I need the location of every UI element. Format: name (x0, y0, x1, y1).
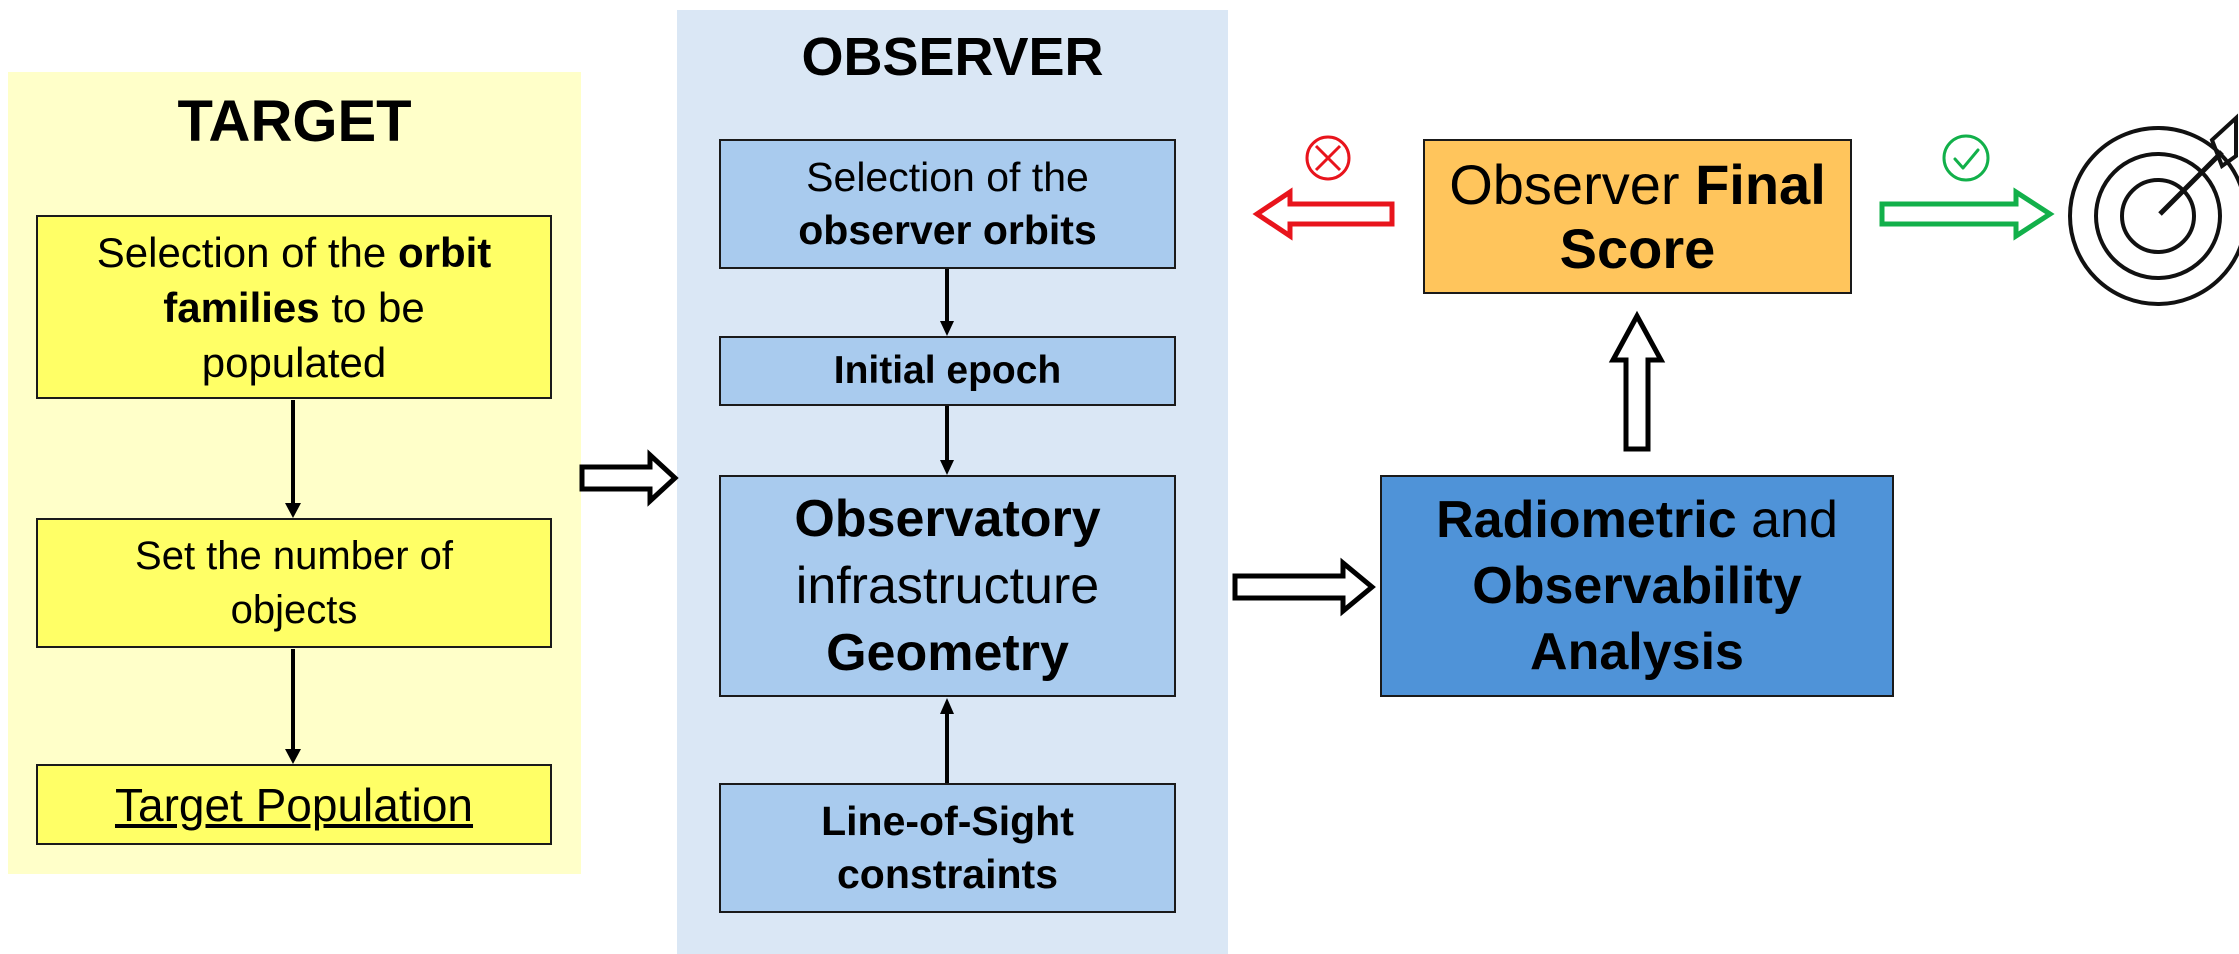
number-of-objects-text-1: Set the number of (135, 534, 453, 578)
analysis-text-4: Analysis (1530, 623, 1744, 681)
observer-orbits-text-1: Selection of the (806, 154, 1089, 200)
observatory-geometry-text-2: infrastructure (795, 556, 1100, 615)
observatory-geometry-text-3: Geometry (826, 623, 1069, 682)
number-of-objects-box: Set the number of objects (36, 518, 552, 648)
orbit-families-text-4: to be (319, 283, 425, 331)
analysis-to-score-arrow (1608, 310, 1666, 452)
orbit-families-box: Selection of the orbit families to be po… (36, 215, 552, 399)
score-text-2: Final (1695, 152, 1826, 216)
observatory-geometry-box: Observatory infrastructure Geometry (719, 475, 1176, 697)
accept-arrow (1879, 187, 2055, 241)
observatory-geometry-text-1: Observatory (794, 489, 1101, 548)
final-score-box: Observer Final Score (1423, 139, 1852, 294)
analysis-text-2: and (1736, 491, 1838, 549)
orbit-families-text-2: orbit (397, 228, 492, 276)
observer-flow-arrow-1 (940, 269, 954, 336)
orbit-families-text-1: Selection of the (96, 228, 398, 276)
radiometric-analysis-box: Radiometric and Observability Analysis (1380, 475, 1894, 697)
reject-arrow (1252, 187, 1395, 241)
observer-flow-arrow-3 (940, 698, 954, 783)
orbit-families-text-5: populated (201, 338, 387, 386)
orbit-families-text-3: families (163, 283, 320, 331)
target-title: TARGET (177, 89, 412, 154)
target-population-box: Target Population (36, 764, 552, 845)
target-flow-arrow-2 (285, 649, 301, 764)
score-text-3: Score (1559, 216, 1716, 280)
number-of-objects-text-2: objects (230, 588, 358, 632)
initial-epoch-box: Initial epoch (719, 336, 1176, 406)
accept-check-icon (1942, 134, 1990, 182)
target-population-text: Target Population (114, 778, 474, 831)
target-flow-arrow-1 (285, 400, 301, 518)
target-to-observer-arrow (579, 449, 679, 507)
initial-epoch-text: Initial epoch (833, 349, 1062, 392)
observer-flow-arrow-2 (940, 406, 954, 475)
geometry-to-analysis-arrow (1232, 557, 1376, 617)
observer-title: OBSERVER (801, 27, 1104, 87)
analysis-text-1: Radiometric (1436, 491, 1737, 549)
line-of-sight-text-2: constraints (837, 851, 1058, 897)
line-of-sight-text-1: Line-of-Sight (821, 798, 1074, 844)
analysis-text-3: Observability (1472, 557, 1802, 615)
reject-x-icon (1305, 135, 1351, 181)
target-bullseye-icon (2068, 113, 2239, 306)
line-of-sight-box: Line-of-Sight constraints (719, 783, 1176, 913)
observer-orbits-box: Selection of the observer orbits (719, 139, 1176, 269)
score-text-1: Observer (1449, 152, 1696, 216)
observer-orbits-text-2: observer orbits (798, 207, 1097, 253)
